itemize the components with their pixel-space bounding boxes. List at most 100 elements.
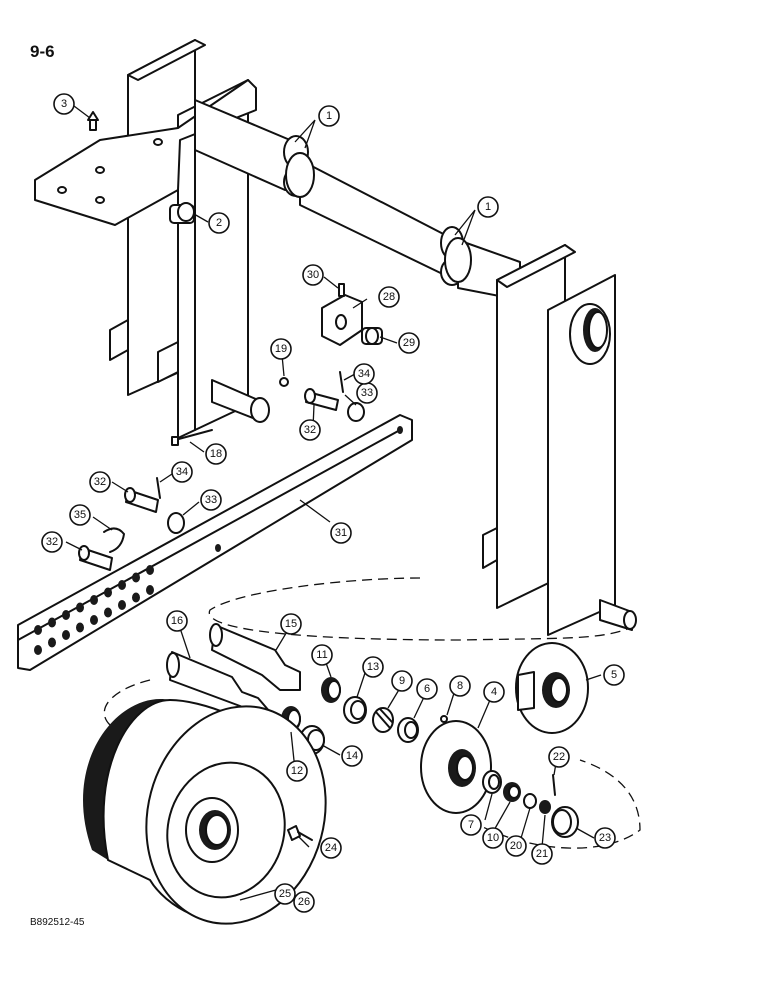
drawing-code: B892512-45 (30, 917, 85, 928)
drawbar-hole (90, 615, 98, 625)
cotter-pin-part-34-lower (156, 477, 161, 499)
seal-part-11 (321, 677, 341, 703)
right-frame-pivot-stubs (482, 527, 637, 631)
callout-21: 21 (531, 843, 553, 865)
callout-5: 5 (603, 664, 625, 686)
hub-part-5 (515, 642, 589, 734)
svg-text:16: 16 (171, 615, 183, 627)
svg-text:20: 20 (510, 840, 522, 852)
callout-15: 15 (280, 613, 302, 635)
grease-fitting-part-3 (87, 111, 99, 131)
callout-22: 22 (548, 746, 570, 768)
callout-7: 7 (460, 814, 482, 836)
washer-part-20 (523, 793, 537, 809)
svg-text:32: 32 (46, 536, 58, 548)
svg-text:32: 32 (304, 424, 316, 436)
callout-28: 28 (378, 286, 400, 308)
callout-9: 9 (391, 670, 413, 692)
callout-16: 16 (166, 610, 188, 632)
svg-text:11: 11 (316, 649, 327, 661)
svg-text:21: 21 (536, 848, 548, 860)
callout-19: 19 (270, 338, 292, 360)
pin-part-32-middle (124, 487, 159, 513)
callout-18: 18 (205, 443, 227, 465)
nut-part-21 (539, 800, 551, 814)
svg-text:34: 34 (358, 368, 370, 380)
svg-text:1: 1 (485, 201, 491, 213)
svg-text:28: 28 (383, 291, 395, 303)
bushing-part-2 (169, 202, 195, 224)
callout-32-lower: 32 (41, 531, 63, 553)
assembly-guide-hub (208, 577, 631, 641)
drawbar-hole (76, 602, 84, 613)
callout-25: 25 (274, 883, 296, 905)
callout-35: 35 (69, 504, 91, 526)
callout-24: 24 (320, 837, 342, 859)
drawbar-hole (34, 625, 42, 635)
callout-10: 10 (482, 827, 504, 849)
hub-part-4 (420, 720, 492, 814)
pin-part-32-lower (78, 545, 113, 571)
drawbar-holes (34, 426, 403, 655)
drawbar-hole (132, 592, 140, 603)
left-frame-front-post (177, 79, 249, 439)
bearing-cup-part-7 (482, 770, 502, 794)
svg-text:12: 12 (291, 765, 303, 777)
spindle-part-15 (209, 623, 301, 691)
svg-text:30: 30 (307, 269, 319, 281)
bearing-cone-part-10 (503, 782, 521, 802)
drawbar-hole (48, 637, 56, 648)
bolt-part-18 (171, 429, 213, 446)
nut-part-19 (279, 377, 289, 387)
drawbar-hole (104, 607, 112, 618)
grease-fitting-part-30 (338, 283, 345, 297)
callout-34-upper: 34 (353, 363, 375, 385)
svg-text:14: 14 (346, 750, 358, 762)
svg-text:7: 7 (468, 819, 474, 831)
callout-34-lower: 34 (171, 461, 193, 483)
callout-29: 29 (398, 332, 420, 354)
drawbar-hole (76, 622, 84, 633)
svg-text:22: 22 (553, 751, 565, 763)
callout-32-middle: 32 (89, 471, 111, 493)
wheel-bolt-part-24 (287, 825, 313, 841)
pin-part-32-upper (304, 388, 339, 411)
svg-text:18: 18 (210, 448, 222, 460)
svg-text:24: 24 (325, 842, 337, 854)
callout-13: 13 (362, 656, 384, 678)
svg-text:35: 35 (74, 509, 86, 521)
washer-part-33-upper (347, 402, 365, 422)
callout-6: 6 (416, 678, 438, 700)
drawbar-hole (215, 544, 221, 552)
svg-text:15: 15 (285, 618, 297, 630)
drawbar-hole (132, 572, 140, 583)
callout-1a: 1 (318, 105, 340, 127)
drawbar-hole (62, 630, 70, 640)
cotter-pin-part-34-upper (339, 371, 344, 393)
hair-pin-part-35 (103, 527, 125, 553)
bearing-cup-part-6 (397, 717, 419, 743)
drawbar-hole (34, 645, 42, 655)
callout-11: 11 (311, 644, 333, 666)
svg-text:5: 5 (611, 669, 617, 681)
right-frame-front-post (547, 274, 616, 636)
svg-text:8: 8 (457, 680, 463, 692)
callout-12: 12 (286, 760, 308, 782)
svg-text:4: 4 (491, 686, 497, 698)
bearing-cup-part-13 (343, 696, 367, 724)
page-number: 9-6 (30, 42, 55, 61)
drawbar-hole (90, 595, 98, 605)
drawbar-hole (146, 565, 154, 575)
drawbar-hole (104, 587, 112, 598)
callout-23: 23 (594, 827, 616, 849)
svg-text:3: 3 (61, 98, 67, 110)
callout-2: 2 (208, 212, 230, 234)
callout-3: 3 (53, 93, 75, 115)
callout-33-lower: 33 (200, 489, 222, 511)
svg-text:33: 33 (361, 387, 373, 399)
svg-text:6: 6 (424, 683, 430, 695)
drawbar-hole (62, 610, 70, 620)
callout-32-upper: 32 (299, 419, 321, 441)
svg-text:34: 34 (176, 466, 188, 478)
